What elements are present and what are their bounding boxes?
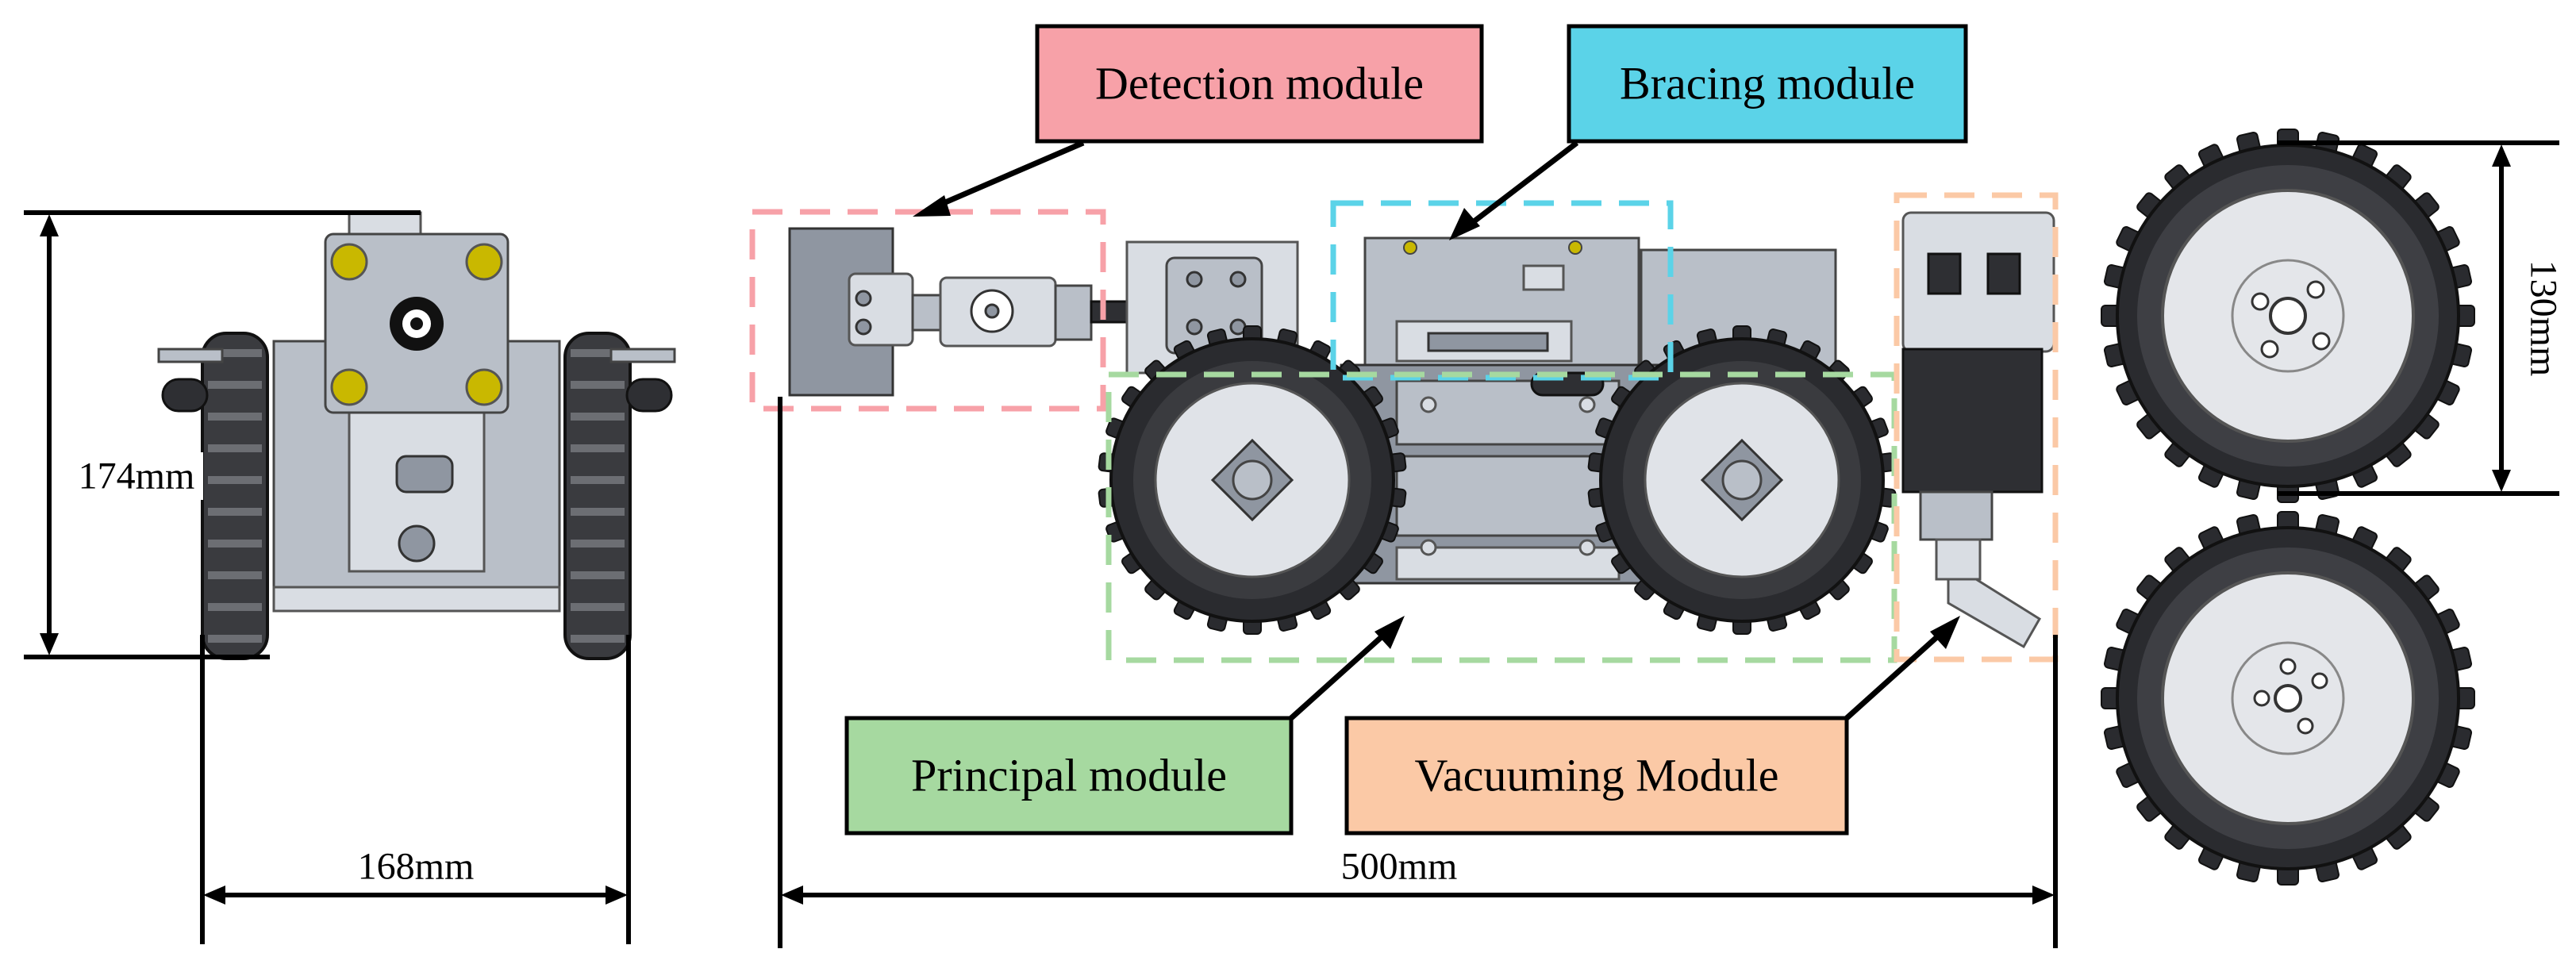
front-view-robot	[157, 211, 676, 660]
detection-module-box	[749, 209, 1106, 412]
bracing-module-callout: Bracing module	[1449, 24, 1968, 240]
front-width-dimension: 168mm	[200, 635, 631, 944]
detection-label: Detection module	[1095, 58, 1424, 109]
wheel-bottom-view	[2101, 511, 2475, 886]
wheel-diameter-label: 130mm	[2523, 260, 2565, 377]
bracing-label-box	[1567, 24, 1968, 144]
front-width-label: 168mm	[358, 846, 475, 888]
front-height-dimension: 174mm	[24, 210, 421, 659]
vacuuming-label-box	[1344, 716, 1849, 836]
detection-label-box	[1035, 24, 1484, 144]
front-height-label: 174mm	[79, 455, 195, 498]
side-view-robot	[788, 211, 2055, 649]
wheel-top-view	[2101, 129, 2475, 503]
side-right-wheel	[1587, 325, 1897, 635]
detection-module-callout: Detection module	[913, 24, 1484, 217]
bracing-label: Bracing module	[1620, 58, 1915, 109]
vacuuming-label: Vacuuming Module	[1414, 750, 1778, 801]
principal-label: Principal module	[911, 750, 1227, 801]
tread-teeth	[2101, 511, 2475, 886]
tread-teeth	[1587, 325, 1897, 635]
side-left-wheel	[1098, 325, 1407, 635]
side-length-label: 500mm	[1341, 846, 1458, 888]
principal-label-box	[844, 716, 1294, 836]
side-length-dimension: 500mm	[778, 397, 2058, 948]
principal-module-callout: Principal module	[844, 616, 1405, 836]
wheel-diameter-dimension: 130mm	[2278, 140, 2565, 496]
vacuuming-module-box	[1894, 192, 2059, 663]
vacuuming-module-callout: Vacuuming Module	[1344, 616, 1960, 836]
vacuum-canister	[1901, 211, 2055, 353]
